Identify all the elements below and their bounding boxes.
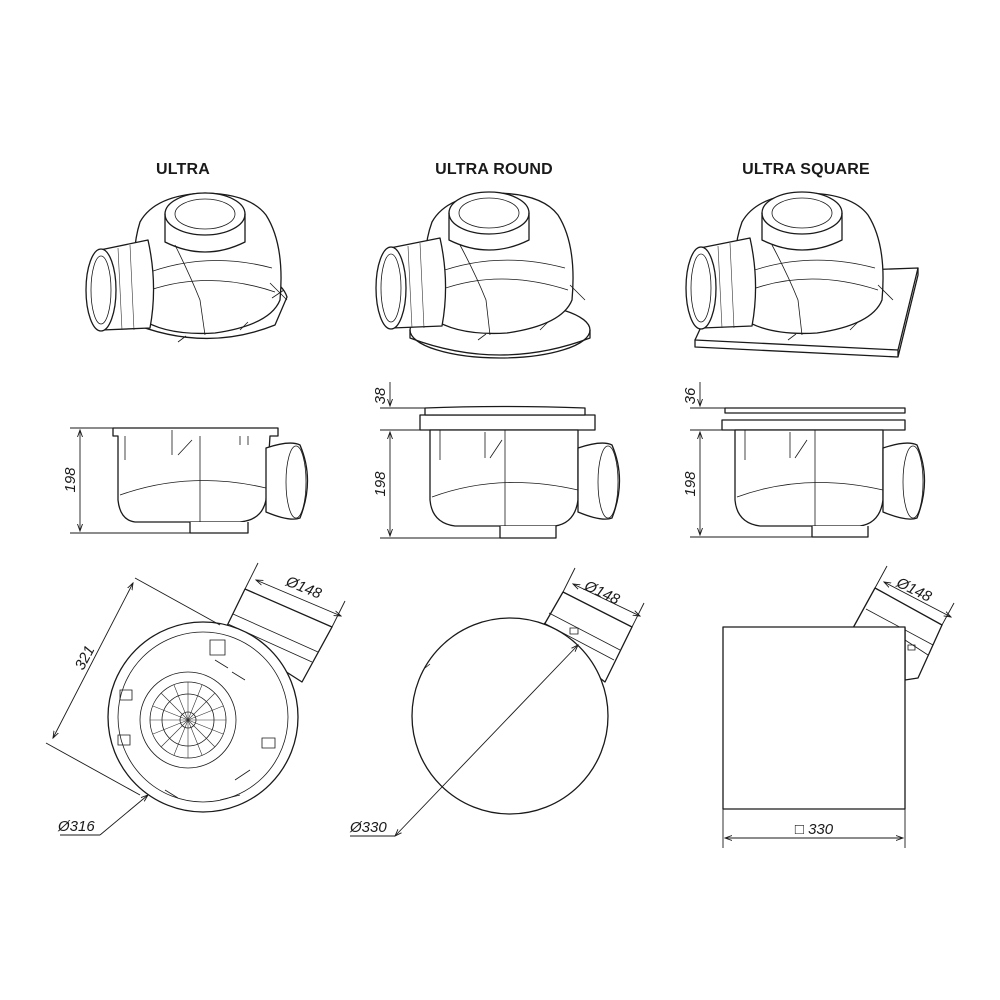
ultra-square-cover-label: 36 xyxy=(682,387,699,404)
ultra-round-cover-label: 38 xyxy=(372,387,389,404)
ultra-round-diameter-label: Ø330 xyxy=(349,819,387,836)
ultra-width-label: 321 xyxy=(72,643,99,673)
ultra-square-top-view: Ø148 □ 330 xyxy=(722,565,955,848)
title-ultra-square: ULTRA SQUARE xyxy=(742,161,870,178)
ultra-square-side-view: 36 198 xyxy=(682,382,926,538)
ultra-fan-spokes xyxy=(150,682,226,758)
ultra-top-view: Ø148 321 Ø316 xyxy=(45,562,346,836)
ultra-height-label: 198 xyxy=(62,467,79,493)
ultra-isometric-view xyxy=(85,192,288,343)
ultra-round-isometric-view xyxy=(375,191,591,359)
ultra-round-side-view: 38 198 xyxy=(372,382,621,539)
ultra-side-view: 198 xyxy=(62,427,309,534)
ultra-round-height-label: 198 xyxy=(372,471,389,497)
ultra-pipe-diameter-label: Ø148 xyxy=(283,573,325,603)
ultra-square-height-label: 198 xyxy=(682,471,699,497)
ultra-square-side-label: □ 330 xyxy=(795,821,834,838)
title-ultra-round: ULTRA ROUND xyxy=(435,161,553,178)
ultra-round-top-view: Ø148 Ø330 xyxy=(349,567,645,836)
title-ultra: ULTRA xyxy=(156,161,210,178)
ultra-diameter-label: Ø316 xyxy=(57,818,95,835)
ultra-square-isometric-view xyxy=(685,191,919,358)
